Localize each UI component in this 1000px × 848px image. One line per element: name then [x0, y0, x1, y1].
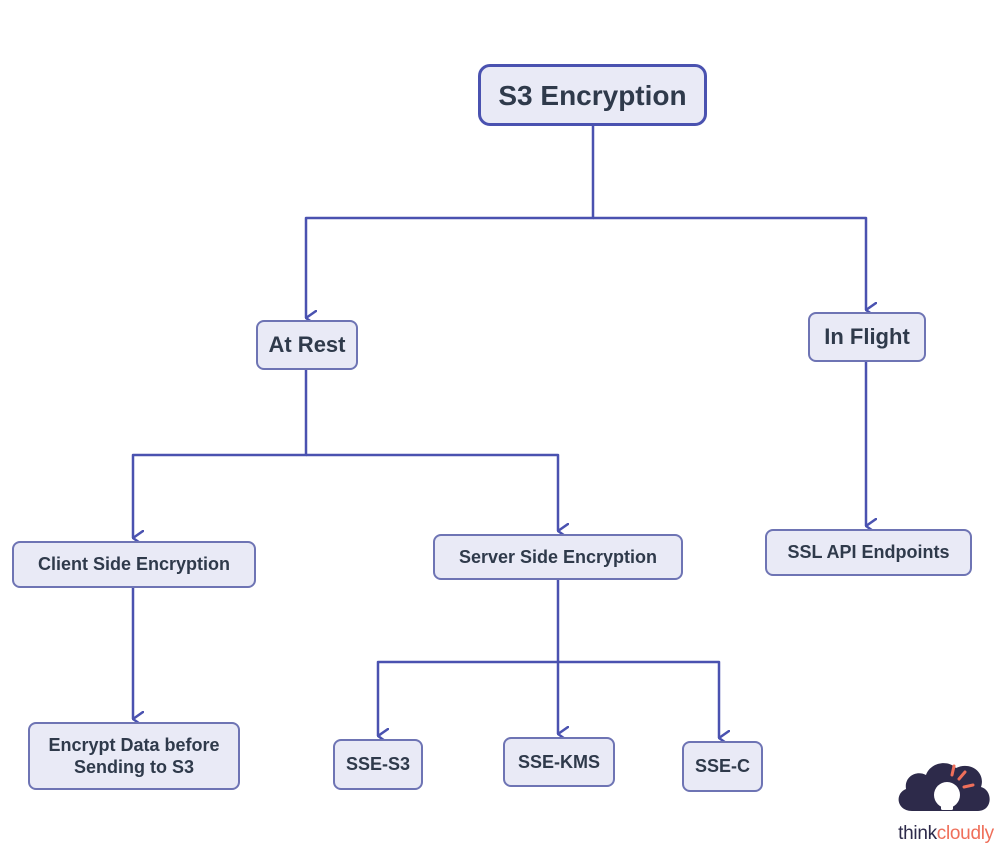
cloud-lightbulb-icon	[898, 763, 990, 818]
node-ssl-api-endpoints: SSL API Endpoints	[765, 529, 972, 576]
node-client-side-encryption: Client Side Encryption	[12, 541, 256, 588]
node-in-flight: In Flight	[808, 312, 926, 362]
edge-at-rest-server	[306, 453, 558, 531]
node-sse-kms: SSE-KMS	[503, 737, 615, 787]
edge-root-in-flight	[593, 216, 866, 310]
edge-at-rest-client	[131, 370, 308, 538]
edge-server-sse-c	[558, 660, 719, 738]
thinkcloudly-logo: thinkcloudly	[892, 745, 1000, 848]
logo-wordmark: thinkcloudly	[898, 823, 994, 844]
node-sse-s3: SSE-S3	[333, 739, 423, 790]
edge-root-at-rest	[304, 126, 595, 318]
node-encrypt-data: Encrypt Data before Sending to S3	[28, 722, 240, 790]
edge-server-sse-s3	[376, 580, 560, 736]
node-at-rest: At Rest	[256, 320, 358, 370]
node-sse-c: SSE-C	[682, 741, 763, 792]
node-server-side-encryption: Server Side Encryption	[433, 534, 683, 580]
node-s3-encryption: S3 Encryption	[478, 64, 707, 126]
